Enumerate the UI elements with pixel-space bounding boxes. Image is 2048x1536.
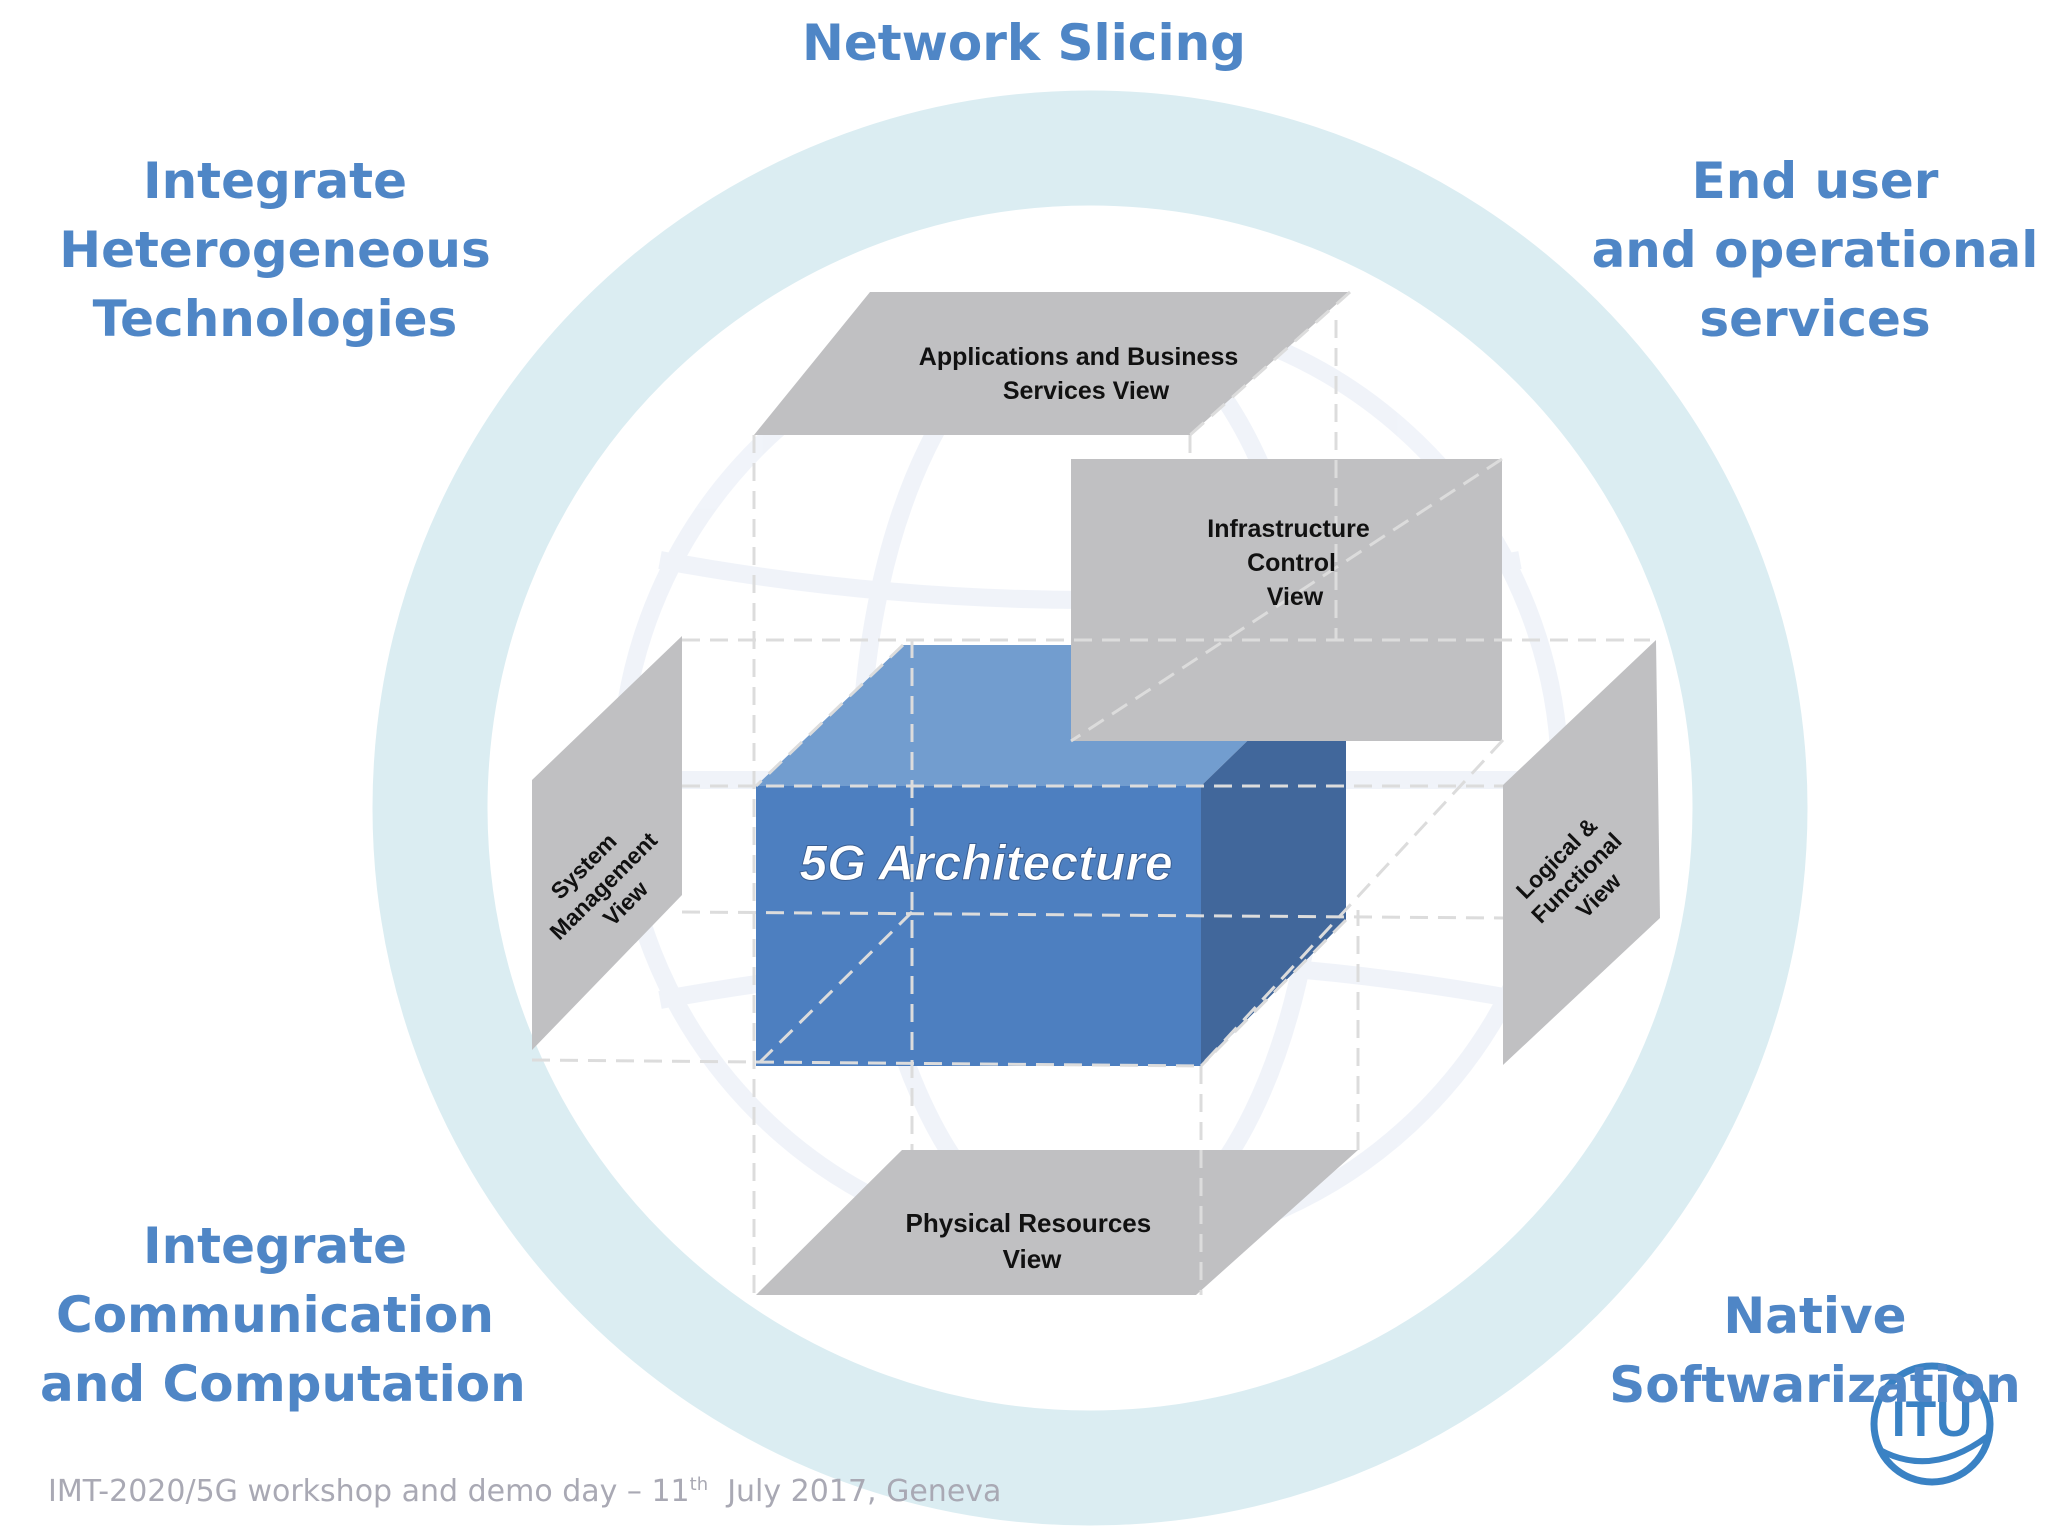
infrastructure-line-3: View [1267, 583, 1324, 611]
corner-bottom-right: Native Softwarization [1580, 1282, 2048, 1420]
corner-top-right-line-3: services [1699, 290, 1931, 348]
top-view-label: Applications and Business Services View [919, 343, 1245, 405]
top-view-panel [754, 292, 1350, 435]
footer-text-date: July 2017, Geneva [708, 1474, 1002, 1509]
corner-top-right: End user and operational services [1580, 147, 2048, 354]
cube-side-face [1201, 645, 1346, 1066]
footer-superscript: th [689, 1474, 709, 1495]
bottom-view-line-2: View [1003, 1244, 1063, 1274]
corner-bottom-left-line-1: Integrate [142, 1217, 407, 1275]
top-view-line-2: Services View [1003, 377, 1170, 405]
footer-text: IMT-2020/5G workshop and demo day – 11th… [48, 1474, 1001, 1509]
slicing-ring [372, 90, 1808, 1526]
corner-top-left-line-2: Heterogeneous [59, 221, 491, 279]
corner-bottom-right-line-2: Softwarization [1609, 1356, 2021, 1414]
corner-top-right-line-1: End user [1691, 152, 1939, 210]
bottom-view-panel [756, 1150, 1358, 1295]
bottom-view-line-1: Physical Resources [906, 1208, 1152, 1238]
corner-top-right-line-2: and operational [1591, 221, 2039, 279]
corner-top-left-line-3: Technologies [92, 290, 458, 348]
wireframe-guides [531, 290, 1650, 1295]
footer-text-main: IMT-2020/5G workshop and demo day – 11 [48, 1474, 690, 1509]
infrastructure-view-label: Infrastructure Control View [1207, 515, 1377, 611]
diagram-title: Network Slicing [802, 14, 1246, 72]
itu-logo-text: ITU [1892, 1391, 1973, 1447]
cube-front-face [756, 786, 1201, 1066]
corner-bottom-left-line-2: Communication [56, 1286, 494, 1344]
corner-top-left: Integrate Heterogeneous Technologies [40, 147, 510, 354]
infrastructure-line-2: Control [1247, 549, 1336, 577]
left-view-panel [532, 636, 682, 1050]
itu-logo: ITU [1870, 1362, 1994, 1486]
corner-top-left-line-1: Integrate [142, 152, 407, 210]
corner-bottom-left-line-3: and Computation [40, 1355, 526, 1413]
architecture-label: 5G Architecture [799, 835, 1172, 891]
corner-bottom-left: Integrate Communication and Computation [40, 1212, 526, 1419]
corner-bottom-right-line-1: Native [1723, 1287, 1907, 1345]
top-view-line-1: Applications and Business [919, 343, 1239, 371]
right-view-panel [1503, 640, 1660, 1065]
bottom-view-label: Physical Resources View [906, 1208, 1159, 1274]
infrastructure-line-1: Infrastructure [1207, 515, 1370, 543]
